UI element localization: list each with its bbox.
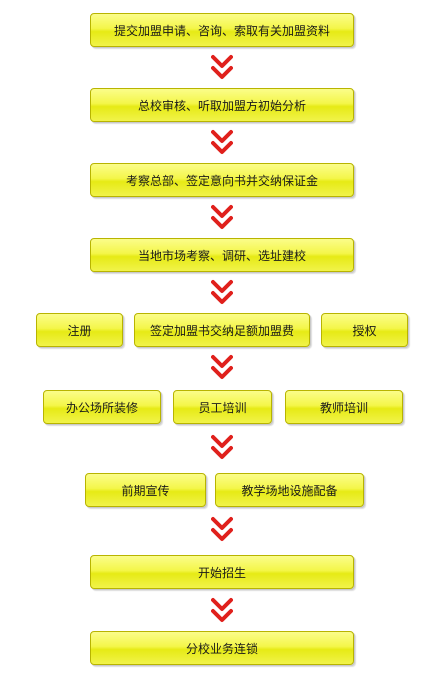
step-submit-application: 提交加盟申请、咨询、索取有关加盟资料 <box>90 13 354 47</box>
step-office-renovation: 办公场所装修 <box>43 390 161 424</box>
down-arrow-icon <box>211 434 233 462</box>
down-arrow-icon <box>211 204 233 232</box>
step-register: 注册 <box>36 313 123 347</box>
down-arrow-icon <box>211 279 233 307</box>
step-teaching-facilities: 教学场地设施配备 <box>215 473 364 507</box>
step-start-enrollment: 开始招生 <box>90 555 354 589</box>
step-local-market-survey: 当地市场考察、调研、选址建校 <box>90 238 354 272</box>
step-early-promotion: 前期宣传 <box>85 473 206 507</box>
step-sign-contract-pay-fee: 签定加盟书交纳足额加盟费 <box>134 313 310 347</box>
step-teacher-training: 教师培训 <box>285 390 403 424</box>
down-arrow-icon <box>211 354 233 382</box>
step-staff-training: 员工培训 <box>173 390 272 424</box>
down-arrow-icon <box>211 54 233 82</box>
down-arrow-icon <box>211 516 233 544</box>
step-branch-chain-business: 分校业务连锁 <box>90 631 354 665</box>
step-authorization: 授权 <box>321 313 408 347</box>
down-arrow-icon <box>211 129 233 157</box>
step-headquarters-review: 总校审核、听取加盟方初始分析 <box>90 88 354 122</box>
down-arrow-icon <box>211 597 233 625</box>
step-inspect-sign-deposit: 考察总部、签定意向书并交纳保证金 <box>90 163 354 197</box>
